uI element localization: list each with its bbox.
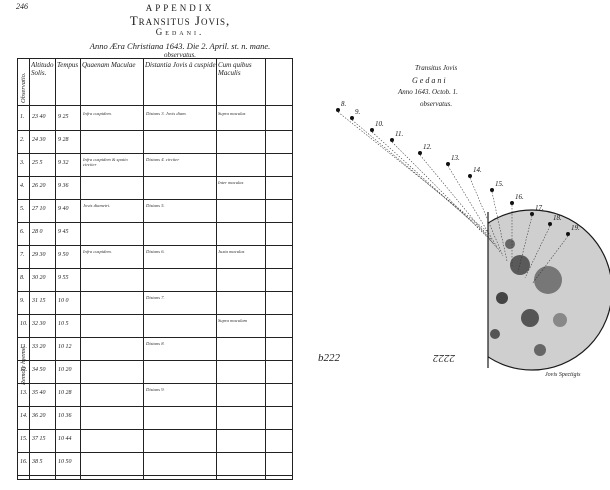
svg-text:19.: 19. <box>571 224 580 232</box>
time-value: 9 40 <box>58 206 69 212</box>
svg-text:16.: 16. <box>515 193 524 201</box>
altitude-value: 34 50 <box>32 367 46 373</box>
time-value: 10 36 <box>58 413 72 419</box>
figure-caption-2: Gedani <box>412 76 448 85</box>
distantia-cell: Distans 9. <box>146 387 165 392</box>
row-number: 16. <box>20 459 28 465</box>
time-value: 10 20 <box>58 367 72 373</box>
svg-text:13.: 13. <box>451 154 460 162</box>
svg-text:10.: 10. <box>375 120 384 128</box>
maculis-cell: Supra maculas <box>218 111 246 116</box>
time-value: 10 0 <box>58 298 69 304</box>
row-number: 3. <box>20 160 25 166</box>
row-number: 5. <box>20 206 25 212</box>
figure-caption-3: Anno 1643. Octob. 1. <box>398 88 458 96</box>
time-value: 9 25 <box>58 114 69 120</box>
col-altitudo: Altitudo Solis. <box>31 61 54 77</box>
altitude-value: 25 5 <box>32 160 43 166</box>
altitude-value: 33 20 <box>32 344 46 350</box>
header-appendix: APPENDIX <box>145 3 215 13</box>
row-number: 7. <box>20 252 25 258</box>
header-observed: observatus. <box>163 51 197 59</box>
quaenam-cell: Jovis diametri. <box>83 203 111 208</box>
altitude-value: 35 40 <box>32 390 46 396</box>
row-number: 15. <box>20 436 28 442</box>
altitude-value: 27 10 <box>32 206 46 212</box>
page-number: 246 <box>16 2 28 11</box>
observation-table: Observatio. Altitudo Solis. Tempus Quaen… <box>17 58 293 480</box>
row-number: 1. <box>20 114 25 120</box>
altitude-value: 26 20 <box>32 183 46 189</box>
time-value: 9 28 <box>58 137 69 143</box>
time-value: 9 32 <box>58 160 69 166</box>
distantia-cell: Distans 3. Jovis diam. <box>146 111 187 116</box>
figure-caption-1: Transitus Jovis <box>415 64 458 72</box>
maculis-cell: Inter maculas <box>218 180 244 185</box>
row-number: 8. <box>20 275 25 281</box>
time-value: 9 55 <box>58 275 69 281</box>
distantia-cell: Distans 8. <box>146 341 165 346</box>
svg-text:9.: 9. <box>355 108 361 116</box>
svg-text:8.: 8. <box>341 100 347 108</box>
svg-text:11.: 11. <box>395 130 403 138</box>
header-date: Anno Æra Christiana 1643. Die 2. April. … <box>89 41 271 51</box>
row-number: 10. <box>20 321 28 327</box>
distantia-cell: Distans 5. <box>146 203 165 208</box>
maculis-cell: Supra maculam <box>218 318 247 323</box>
altitude-value: 30 20 <box>32 275 46 281</box>
quaenam-cell: Infra cuspidem. <box>83 249 112 254</box>
maculis-cell: Juxta maculas <box>218 249 245 254</box>
quaenam-cell: Infra cuspidem & spatio circiter <box>83 157 128 168</box>
svg-text:17.: 17. <box>535 204 544 212</box>
header-place: Gedani. <box>155 27 205 37</box>
col-maculis: Cum quibus Maculis <box>218 61 252 77</box>
right-mark: 2222 <box>433 352 455 364</box>
altitude-value: 36 20 <box>32 413 46 419</box>
time-value: 9 36 <box>58 183 69 189</box>
distantia-cell: Distans 4. circiter <box>146 157 180 162</box>
figure-caption-4: observatus. <box>420 100 453 108</box>
altitude-value: 28 0 <box>32 229 43 235</box>
row-number: 9. <box>20 298 25 304</box>
sun-disc <box>488 209 610 371</box>
time-value: 10 5 <box>58 321 69 327</box>
svg-text:12.: 12. <box>423 143 432 151</box>
row-number: 2. <box>20 137 25 143</box>
row-number: 14. <box>20 413 28 419</box>
col-distantia: Distantia Jovis à cuspide <box>145 61 216 69</box>
time-value: 9 50 <box>58 252 69 258</box>
row-number: 6. <box>20 229 25 235</box>
time-value: 9 45 <box>58 229 69 235</box>
distantia-cell: Distans 7. <box>146 295 165 300</box>
altitude-value: 31 15 <box>32 298 46 304</box>
engraver-note: Jovis Spectigis <box>545 372 581 378</box>
altitude-value: 24 30 <box>32 137 46 143</box>
svg-text:14.: 14. <box>473 166 482 174</box>
col-quaenam: Quaenam Maculae <box>82 61 136 69</box>
row-number: 13. <box>20 390 28 396</box>
row-number: 4. <box>20 183 25 189</box>
header-title: Transitus Jovis, <box>129 13 231 28</box>
col-tempus: Tempus <box>57 61 79 69</box>
jupiter-positions: 8. 9. 10. 11. 12. 13. 14. 15. 16. 17. 18… <box>336 100 580 236</box>
altitude-value: 38 5 <box>32 459 43 465</box>
left-mark: b222 <box>318 352 340 364</box>
time-value: 10 44 <box>58 436 72 442</box>
row-number: 11. <box>20 344 28 350</box>
altitude-value: 29 30 <box>32 252 46 258</box>
distantia-cell: Distans 6. <box>146 249 165 254</box>
row-number: 12. <box>20 367 28 373</box>
altitude-value: 23 40 <box>32 114 46 120</box>
quaenam-cell: Infra cuspidem. <box>83 111 112 116</box>
time-value: 10 12 <box>58 344 72 350</box>
time-value: 10 50 <box>58 459 72 465</box>
svg-text:15.: 15. <box>495 180 504 188</box>
altitude-value: 37 15 <box>32 436 46 442</box>
transit-lines <box>337 111 569 285</box>
altitude-value: 32 30 <box>32 321 46 327</box>
svg-text:18.: 18. <box>553 214 562 222</box>
time-value: 10 28 <box>58 390 72 396</box>
